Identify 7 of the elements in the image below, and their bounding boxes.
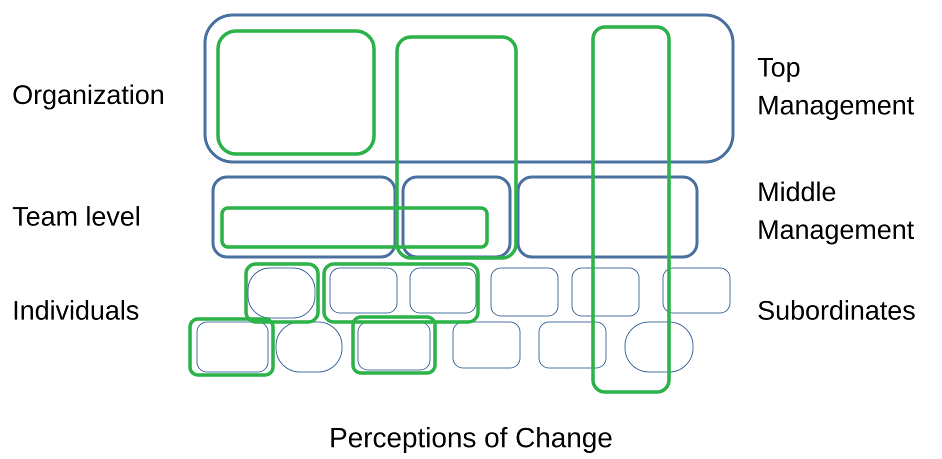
row-label: Top Management (758, 58, 914, 120)
row-label: Organization (14, 84, 163, 110)
row-label: Middle Management (759, 182, 914, 244)
caption: Perceptions of Change (331, 427, 612, 453)
row-label: Individuals (14, 300, 138, 320)
row-label: Subordinates (758, 300, 915, 320)
row-label: Team level (12, 206, 139, 226)
